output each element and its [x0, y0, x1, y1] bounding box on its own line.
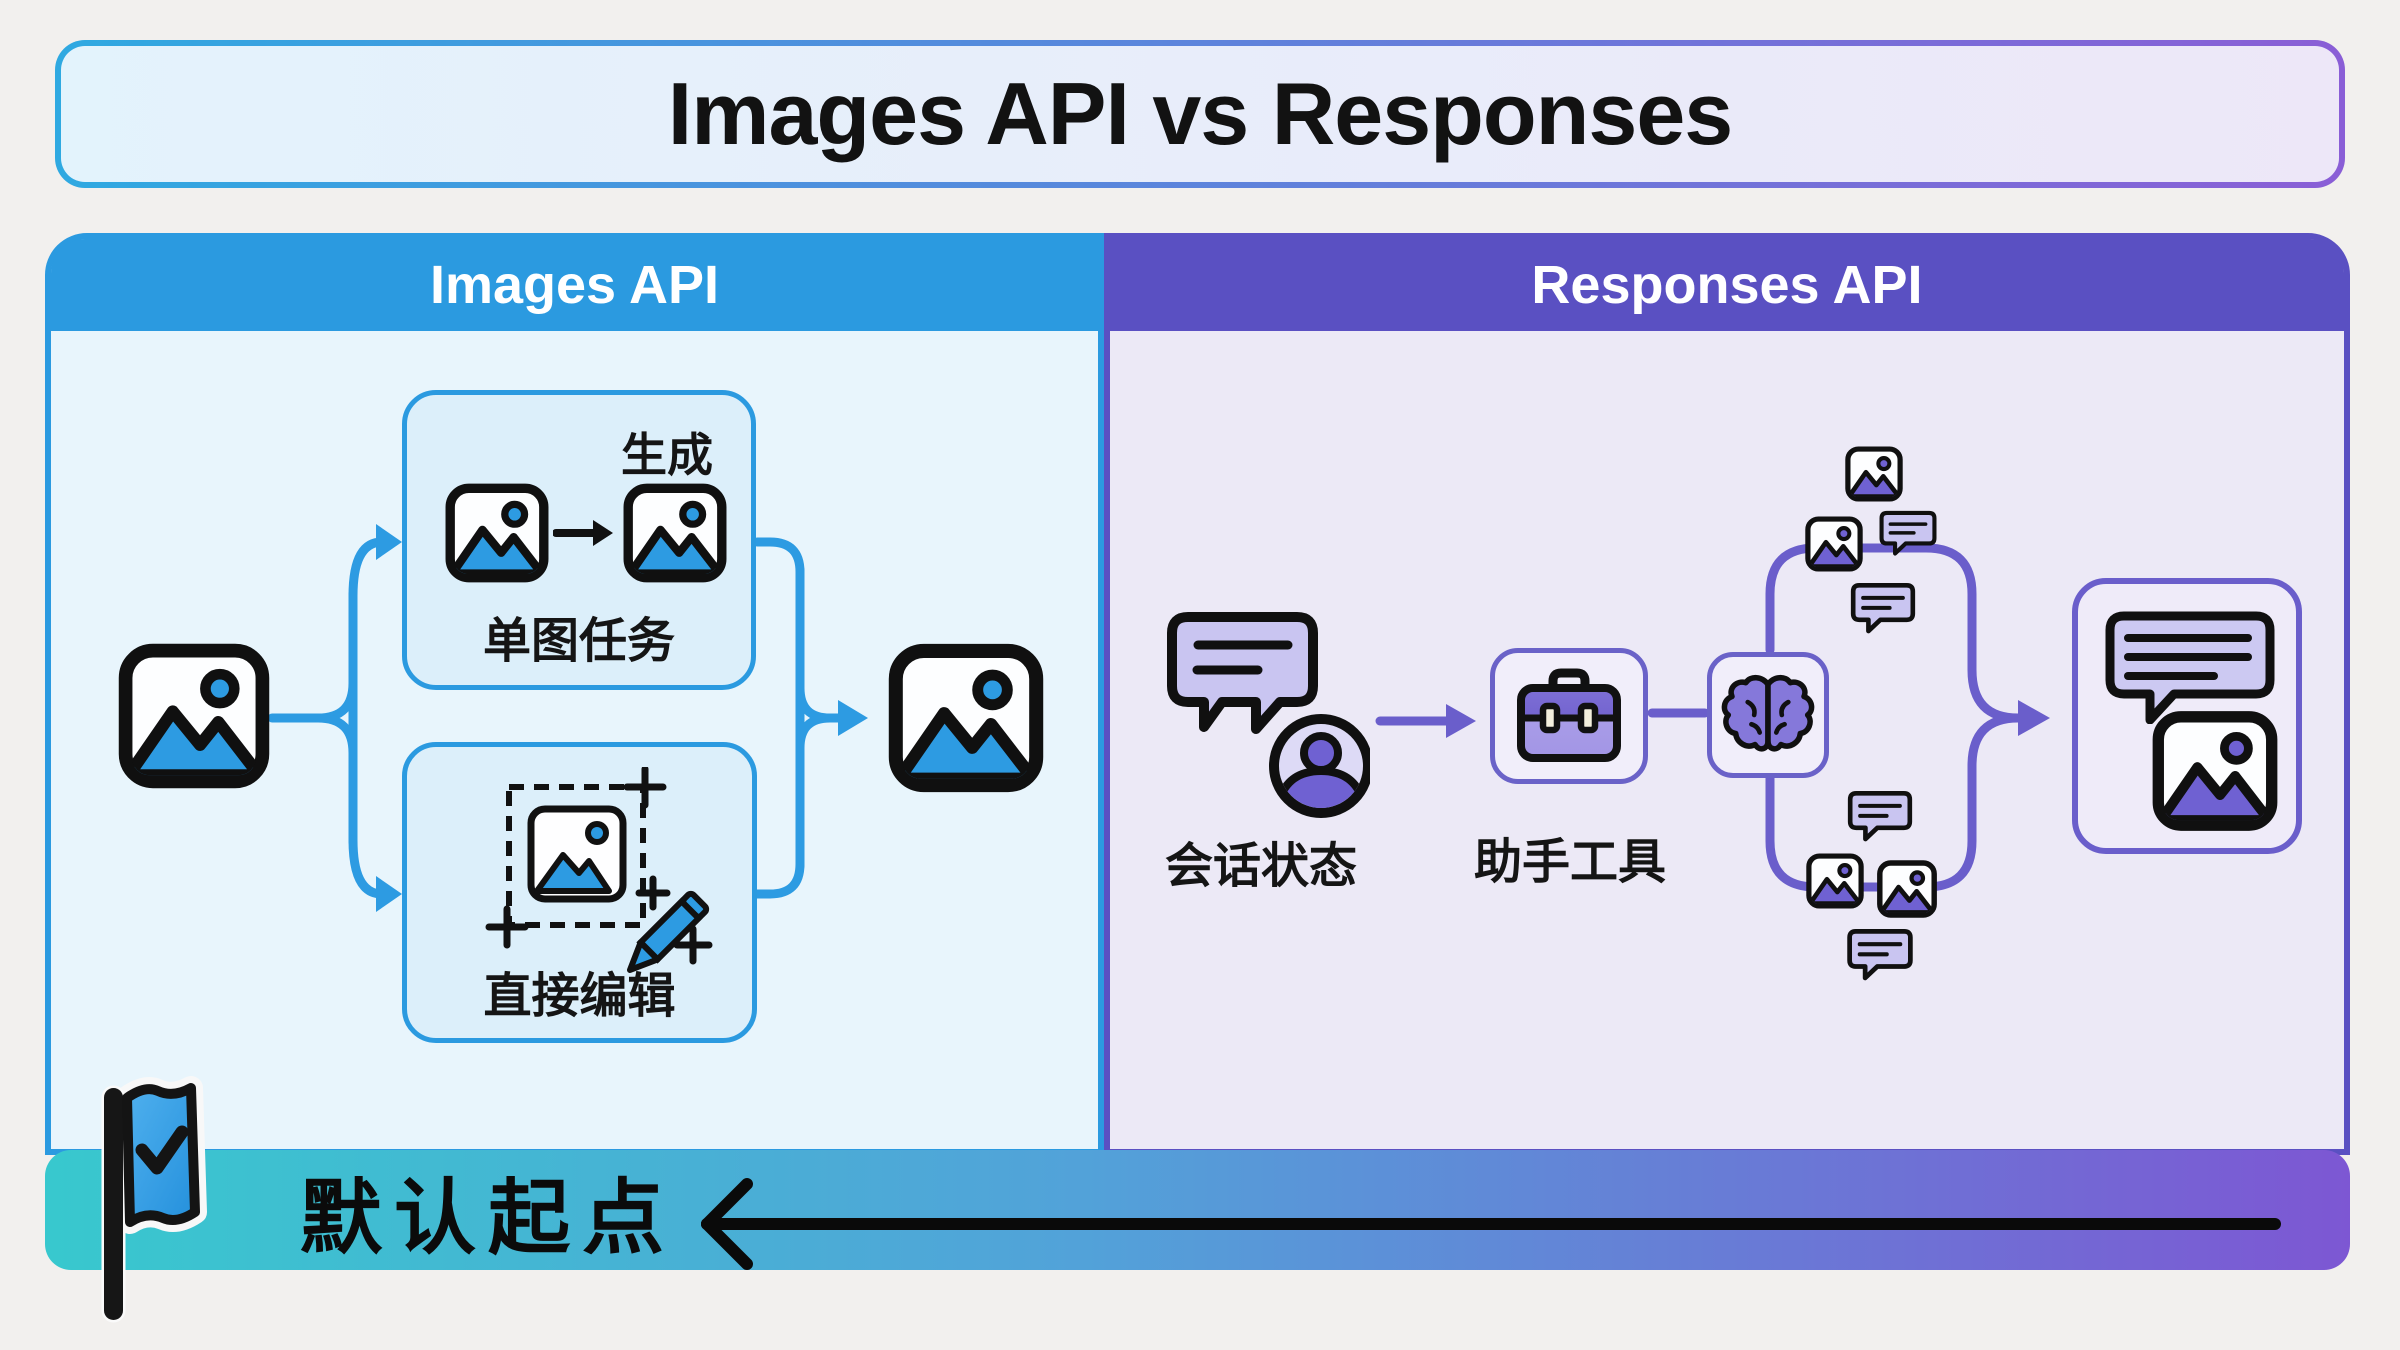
branch-chat-icon	[1846, 582, 1920, 635]
branch-image-icon	[1876, 860, 1938, 918]
session-state-icon	[1167, 612, 1370, 818]
branch-image-icon	[1805, 516, 1863, 572]
assistant-tools-node	[1490, 648, 1648, 784]
assistant-tools-label: 助手工具	[1473, 836, 1666, 889]
crop-edit-icon	[485, 767, 713, 973]
generated-image-icon	[623, 483, 727, 583]
default-start-label: 默认起点	[300, 1172, 677, 1264]
model-node	[1707, 652, 1829, 778]
crop-marks	[485, 767, 713, 965]
branch-chat-icon	[1878, 510, 1938, 557]
briefcase-icon	[1517, 668, 1621, 762]
flag-check-icon	[101, 1076, 207, 1323]
title-banner-inner: Images API vs Responses	[61, 46, 2339, 182]
person-icon	[1269, 714, 1370, 818]
direct-edit-label: 直接编辑	[483, 970, 676, 1023]
output-image-icon	[888, 643, 1044, 793]
pencil-icon	[627, 890, 710, 973]
checkmark	[135, 1125, 189, 1175]
source-image-icon	[445, 483, 549, 583]
branch-image-icon	[1845, 446, 1903, 502]
branch-chat-icon	[1844, 790, 1916, 843]
page-title: Images API vs Responses	[667, 64, 1733, 163]
title-banner: Images API vs Responses	[55, 40, 2345, 188]
arrow-right-icon	[553, 520, 613, 546]
default-start-banner: 默认起点	[45, 1150, 2350, 1270]
response-chat-icon	[2105, 611, 2275, 724]
session-state-label: 会话状态	[1164, 840, 1357, 893]
branch-chat-icon	[1846, 928, 1914, 982]
single-image-task-box: 生成 单图任务	[402, 390, 756, 690]
flag-pole	[101, 1085, 126, 1323]
brain-icon	[1721, 672, 1816, 758]
responses-api-header: Responses API	[1110, 239, 2344, 331]
generate-tag: 生成	[621, 429, 713, 481]
branch-image-icon	[1806, 853, 1864, 909]
arrow-left-icon	[701, 1178, 2281, 1270]
direct-edit-box: 直接编辑	[402, 742, 757, 1043]
single-image-task-label: 单图任务	[482, 615, 675, 668]
response-output-box	[2072, 578, 2302, 854]
images-api-header: Images API	[51, 239, 1098, 331]
input-image-icon	[118, 643, 270, 789]
response-image-icon	[2152, 710, 2278, 832]
